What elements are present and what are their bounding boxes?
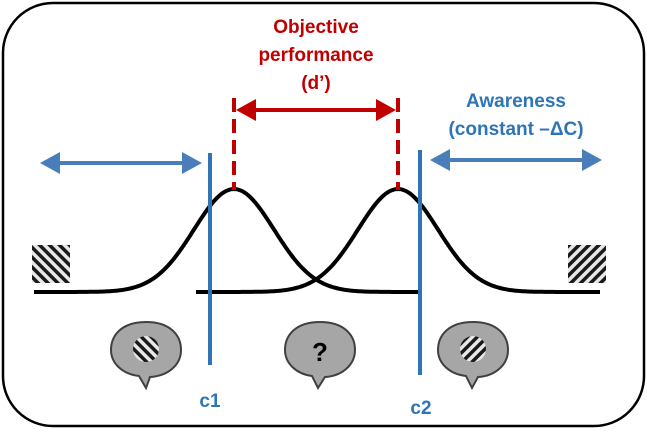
awareness-arrow-right <box>430 149 602 171</box>
criterion-c1-label: c1 <box>199 391 221 412</box>
grating-right-icon <box>568 245 606 283</box>
d-prime-arrowhead-right <box>376 99 396 121</box>
title-line-1: Objective <box>273 17 359 38</box>
d-prime-arrowhead-left <box>236 99 256 121</box>
grating-left-icon <box>32 245 70 283</box>
left-distribution-curve <box>34 186 420 294</box>
title-line-2: performance <box>258 45 373 66</box>
criterion-c2-label: c2 <box>410 398 431 419</box>
speech-bubble-question-icon: ? <box>283 320 357 391</box>
speech-bubble-right-grating-icon <box>436 320 510 391</box>
awareness-label-line-1: Awareness <box>466 91 566 112</box>
awareness-arrow-left <box>40 152 202 174</box>
title-line-3: (d’) <box>301 73 331 94</box>
d-prime-marker <box>232 98 400 190</box>
question-mark: ? <box>312 337 328 367</box>
speech-bubble-left-grating-icon <box>109 320 183 391</box>
awareness-label-line-2: (constant –ΔC) <box>448 119 583 140</box>
